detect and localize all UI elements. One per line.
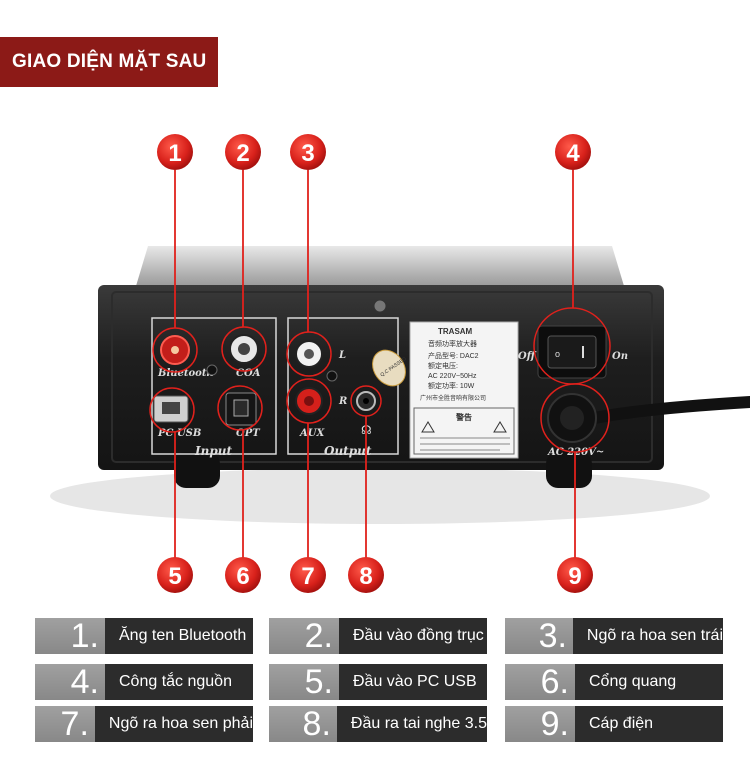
legend-number: 1.	[35, 617, 105, 655]
qc-sticker	[372, 349, 406, 387]
floor-shadow	[50, 468, 710, 524]
legend-label: Công tắc nguồn	[105, 664, 253, 700]
svg-text:3: 3	[301, 140, 314, 167]
legend-item-3: 3. Ngõ ra hoa sen trái	[505, 617, 723, 655]
svg-text:4: 4	[566, 140, 580, 167]
legend-number: 6.	[505, 663, 575, 701]
output-frame	[287, 317, 399, 455]
top-cover	[136, 246, 624, 286]
legend-number: 7.	[35, 705, 95, 743]
legend-item-5: 5. Đầu vào PC USB	[269, 663, 487, 701]
legend-number: 4.	[35, 663, 105, 701]
coa-port-label: COA	[236, 368, 261, 379]
legend-number: 8.	[269, 705, 337, 743]
legend-label: Ăng ten Bluetooth	[105, 618, 253, 654]
switch-off-label: Off	[518, 351, 537, 362]
page-title-banner: GIAO DIỆN MẶT SAU	[0, 37, 218, 87]
marker-6: 6	[225, 557, 261, 593]
right-channel-label: R	[338, 396, 347, 407]
output-label: Output	[324, 444, 372, 458]
legend-label: Ngõ ra hoa sen trái	[572, 618, 723, 654]
foot-right	[546, 452, 592, 488]
marker-2: 2	[225, 134, 261, 170]
legend-item-9: 9. Cáp điện	[505, 705, 723, 743]
marker-5: 5	[157, 557, 193, 593]
sticker-line: 广州市全胜音响有限公司	[420, 394, 486, 402]
legend-number: 3.	[505, 617, 573, 655]
legend-item-8: 8. Đầu ra tai nghe 3.5	[269, 705, 487, 743]
legend-item-4: 4. Công tắc nguồn	[35, 663, 253, 701]
page-title: GIAO DIỆN MẶT SAU	[12, 51, 207, 72]
svg-text:6: 6	[236, 563, 249, 590]
marker-8: 8	[348, 557, 384, 593]
marker-3: 3	[290, 134, 326, 170]
sticker-line: 额定功率: 10W	[428, 381, 475, 390]
foot-left	[174, 452, 220, 488]
svg-text:9: 9	[568, 563, 581, 590]
marker-1: 1	[157, 134, 193, 170]
legend-label: Đầu vào đồng trục	[339, 618, 487, 654]
legend-number: 2.	[269, 617, 339, 655]
svg-text:1: 1	[168, 140, 181, 167]
marker-7: 7	[290, 557, 326, 593]
left-channel-label: L	[338, 350, 346, 361]
input-label: Input	[194, 444, 232, 458]
opt-port-label: OPT	[236, 428, 261, 439]
spec-sticker	[409, 321, 519, 459]
svg-text:2: 2	[236, 140, 249, 167]
legend-number: 9.	[505, 705, 575, 743]
legend-label: Cổng quang	[575, 664, 723, 700]
bluetooth-port-label: Bluetooth	[157, 368, 214, 379]
legend-label: Đầu ra tai nghe 3.5	[336, 706, 487, 742]
sticker-line: 音频功率放大器	[428, 339, 477, 348]
switch-on-label: On	[612, 351, 628, 362]
legend-label: Cáp điện	[575, 706, 723, 742]
sticker-line: 额定电压:	[428, 361, 458, 370]
legend-number: 5.	[269, 663, 339, 701]
aux-label: AUX	[299, 428, 325, 439]
legend-label: Ngõ ra hoa sen phải	[94, 706, 253, 742]
svg-text:5: 5	[168, 563, 181, 590]
svg-text:8: 8	[359, 563, 372, 590]
power-cable	[579, 396, 750, 426]
svg-text:o: o	[555, 349, 560, 359]
sticker-line: 产品型号: DAC2	[428, 351, 479, 360]
marker-4: 4	[555, 134, 591, 170]
brand-label: TRASAM	[438, 327, 473, 336]
svg-text:7: 7	[301, 563, 314, 590]
legend-item-2: 2. Đầu vào đồng trục	[269, 617, 487, 655]
device-rear-photo: Input Bluetooth COA PC USB OPT Output L …	[50, 134, 750, 593]
legend-label: Đầu vào PC USB	[339, 664, 487, 700]
power-switch[interactable]	[547, 335, 597, 369]
screw	[373, 299, 387, 313]
marker-9: 9	[557, 557, 593, 593]
legend-item-6: 6. Cổng quang	[505, 663, 723, 701]
legend-grid: 1. Ăng ten Bluetooth 2. Đầu vào đồng trụ…	[0, 617, 750, 748]
sticker-warning: 警告	[455, 412, 472, 422]
input-frame	[151, 317, 277, 455]
sticker-line: AC 220V~50Hz	[428, 373, 477, 380]
usb-port-label: PC USB	[157, 428, 201, 439]
legend-item-7: 7. Ngõ ra hoa sen phải	[35, 705, 253, 743]
legend-item-1: 1. Ăng ten Bluetooth	[35, 617, 253, 655]
